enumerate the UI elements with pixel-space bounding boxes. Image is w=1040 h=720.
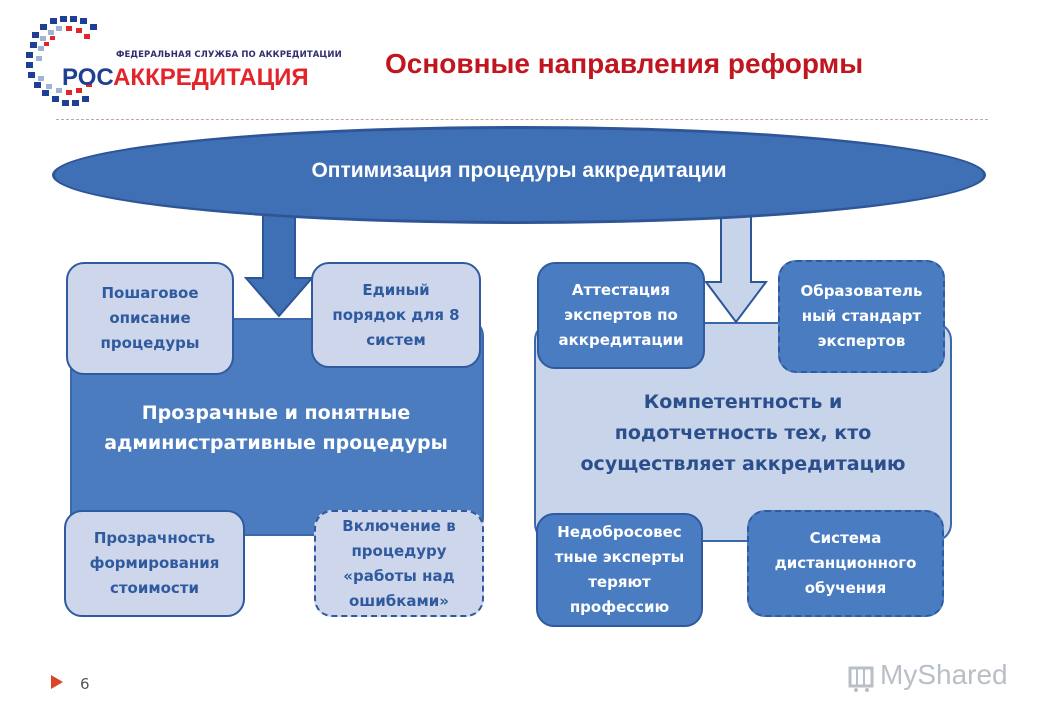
box-line: «работы над: [343, 566, 455, 585]
box-line: Аттестация: [571, 281, 671, 299]
box-line: тные эксперты: [554, 548, 685, 566]
box-line: экспертов: [817, 332, 906, 350]
box-distance-learning: Система дистанционного обучения: [747, 510, 944, 617]
box-line: теряют: [588, 573, 651, 591]
box-line: систем: [366, 330, 426, 349]
banner-ellipse: [52, 126, 986, 224]
box-line: Включение в: [342, 516, 456, 535]
slide-title: Основные направления реформы: [385, 48, 864, 79]
rosaccreditation-logo: ФЕДЕРАЛЬНАЯ СЛУЖБА ПО АККРЕДИТАЦИИ РОСАК…: [20, 14, 342, 110]
box-education-standard: Образователь ный стандарт экспертов: [778, 260, 945, 373]
watermark-text: MyShared: [880, 659, 1008, 690]
box-line: аккредитации: [558, 331, 684, 349]
box-line: стоимости: [109, 579, 200, 597]
logo-wordmark-ros: РОС: [62, 64, 114, 91]
box-unfair-experts: Недобросовес тные эксперты теряют профес…: [536, 513, 703, 627]
right-panel-line: Компетентность и: [643, 391, 843, 413]
box-step-description: Пошаговое описание процедуры: [66, 262, 234, 375]
box-line: описание: [109, 309, 191, 327]
banner-text: Оптимизация процедуры аккредитации: [311, 159, 727, 182]
down-arrow-left-icon: [244, 210, 314, 318]
box-line: экспертов по: [564, 306, 678, 324]
box-line: Пошаговое: [101, 284, 199, 302]
box-line: Система: [809, 529, 882, 547]
box-line: формирования: [89, 554, 220, 572]
box-line: порядок для 8: [332, 305, 460, 324]
left-panel-text: Прозрачные и понятные административные п…: [80, 398, 472, 458]
box-line: Прозрачность: [93, 529, 216, 547]
box-line: профессию: [569, 598, 670, 616]
box-line: Образователь: [800, 282, 923, 300]
header-divider: [56, 119, 988, 120]
box-line: ошибками»: [349, 591, 449, 610]
watermark-cart-icon: [848, 666, 874, 692]
box-expert-attestation: Аттестация экспертов по аккредитации: [537, 262, 705, 369]
box-line: дистанционного: [774, 554, 917, 572]
box-cost-transparency: Прозрачность формирования стоимости: [64, 510, 245, 617]
box-line: процедуры: [100, 334, 200, 352]
page-number: 6: [80, 675, 90, 693]
right-panel-line: подотчетность тех, кто: [614, 422, 872, 444]
down-arrow-right-icon: [704, 210, 768, 324]
logo-wordmark-akk: АККРЕДИТАЦИЯ: [113, 64, 309, 91]
box-line: процедуру: [351, 541, 447, 560]
logo-wordmark: РОСАККРЕДИТАЦИЯ: [62, 64, 309, 92]
right-panel-text: Компетентность и подотчетность тех, кто …: [548, 387, 938, 480]
box-line: обучения: [804, 579, 887, 597]
box-unified-order: Единый порядок для 8 систем: [311, 262, 481, 368]
box-line: Единый: [362, 280, 430, 299]
box-error-correction: Включение в процедуру «работы над ошибка…: [314, 510, 484, 617]
left-panel-line: Прозрачные и понятные: [141, 402, 411, 424]
slide-bullet-triangle-icon: [51, 675, 63, 689]
right-panel-line: осуществляет аккредитацию: [580, 453, 906, 475]
left-panel-line: административные процедуры: [104, 432, 448, 454]
box-line: ный стандарт: [801, 307, 922, 325]
logo-agency-line: ФЕДЕРАЛЬНАЯ СЛУЖБА ПО АККРЕДИТАЦИИ: [116, 50, 342, 60]
logo-emblem-icon: [26, 16, 97, 106]
box-line: Недобросовес: [557, 523, 682, 541]
